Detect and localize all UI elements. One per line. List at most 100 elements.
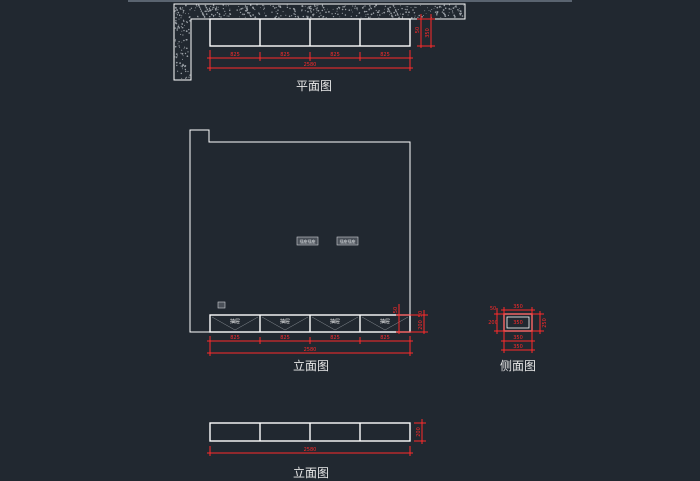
stipple-dot [440, 6, 442, 8]
stipple-dot [405, 11, 407, 13]
stipple-dot [368, 4, 371, 7]
stipple-dot [370, 13, 373, 16]
stipple-dot [325, 17, 327, 19]
stipple-dot [407, 14, 409, 16]
stipple-dot [239, 16, 240, 18]
stipple-dot [195, 7, 197, 9]
stipple-dot [213, 16, 215, 18]
stipple-dot [450, 8, 452, 10]
stipple-dot [238, 5, 240, 8]
stipple-dot [440, 16, 442, 18]
plan-dim-segment: 825 [330, 52, 340, 58]
stipple-dot [401, 16, 404, 18]
stipple-dot [254, 16, 257, 19]
stipple-dot [411, 17, 413, 19]
stipple-dot [348, 9, 351, 11]
stipple-dot [364, 5, 366, 7]
stipple-dot [315, 5, 317, 7]
stipple-dot [189, 74, 191, 76]
stipple-dot [448, 12, 450, 14]
side-dimensions [494, 307, 544, 353]
stipple-dot [438, 5, 441, 8]
stipple-dot [294, 13, 296, 16]
stipple-dot [178, 14, 181, 17]
stipple-dot [185, 4, 187, 7]
elevation-dim-segment: 825 [330, 335, 340, 341]
stipple-dot [205, 6, 208, 9]
stipple-dot [427, 7, 429, 9]
side-view-title: 侧面图 [500, 359, 537, 373]
stipple-dot [184, 24, 186, 26]
elevation-dim-right: 50 [418, 311, 424, 317]
stipple-dot [436, 6, 439, 9]
stipple-dot [312, 13, 315, 16]
stipple-dot [229, 8, 231, 10]
stipple-dot [319, 12, 321, 14]
stipple-dot [178, 45, 180, 47]
stipple-dot [214, 14, 216, 16]
stipple-dot [224, 10, 226, 12]
stipple-dot [263, 7, 265, 9]
stipple-dot [361, 7, 364, 9]
stipple-dot [202, 14, 203, 15]
stipple-dot [457, 9, 459, 11]
stipple-dot [250, 15, 252, 18]
stipple-dot [244, 6, 246, 8]
stipple-dot [174, 27, 177, 29]
stipple-dot [181, 15, 183, 17]
plan-stipple-fill [174, 4, 465, 79]
stipple-dot [448, 4, 451, 6]
stipple-dot [433, 7, 435, 9]
stipple-dot [396, 13, 398, 15]
stipple-dot [272, 5, 274, 8]
stipple-dot [265, 14, 267, 17]
stipple-dot [212, 14, 215, 17]
stipple-dot [222, 7, 225, 10]
stipple-dot [212, 4, 215, 6]
stipple-dot [176, 28, 178, 30]
stipple-dot [216, 6, 218, 8]
stipple-dot [278, 5, 280, 7]
elevation-view-title: 立面图 [293, 359, 330, 373]
socket-box [336, 236, 359, 246]
stipple-dot [458, 7, 460, 9]
stipple-dot [225, 5, 227, 7]
elevation-dim-segment: 825 [280, 335, 290, 341]
stipple-dot [378, 10, 380, 12]
stipple-dot [285, 14, 287, 16]
stipple-dot [176, 64, 178, 67]
stipple-dot [398, 16, 400, 18]
stipple-dot [180, 8, 182, 10]
stipple-dot [308, 7, 311, 10]
stipple-dot [282, 11, 284, 13]
elevation-view: 插座插座 插座插座 抽屉 抽屉 抽屉 抽屉 [189, 129, 428, 356]
stipple-dot [225, 13, 227, 15]
stipple-dot [399, 13, 401, 15]
stipple-dot [175, 20, 177, 22]
stipple-dot [388, 10, 390, 12]
stipple-dot [201, 12, 204, 15]
stipple-dot [277, 9, 279, 11]
stipple-dot [178, 18, 180, 20]
stipple-dot [459, 13, 462, 16]
stipple-dot [228, 15, 230, 17]
stipple-dot [182, 7, 184, 9]
stipple-dot [383, 11, 386, 14]
stipple-dot [414, 17, 416, 19]
stipple-dot [174, 56, 176, 58]
stipple-dot [187, 70, 189, 73]
stipple-dot [262, 4, 264, 7]
side-dim-top: 350 [513, 304, 523, 310]
stipple-dot [452, 10, 454, 12]
stipple-dot [310, 11, 312, 13]
side-dim-right: 250 [542, 318, 548, 328]
stipple-dot [429, 10, 432, 12]
stipple-dot [215, 7, 218, 9]
stipple-dot [334, 12, 336, 15]
stipple-dot [448, 8, 451, 10]
stipple-dot [246, 6, 248, 8]
stipple-dot [452, 12, 454, 14]
stipple-dot [360, 16, 362, 18]
stipple-dot [394, 9, 397, 11]
